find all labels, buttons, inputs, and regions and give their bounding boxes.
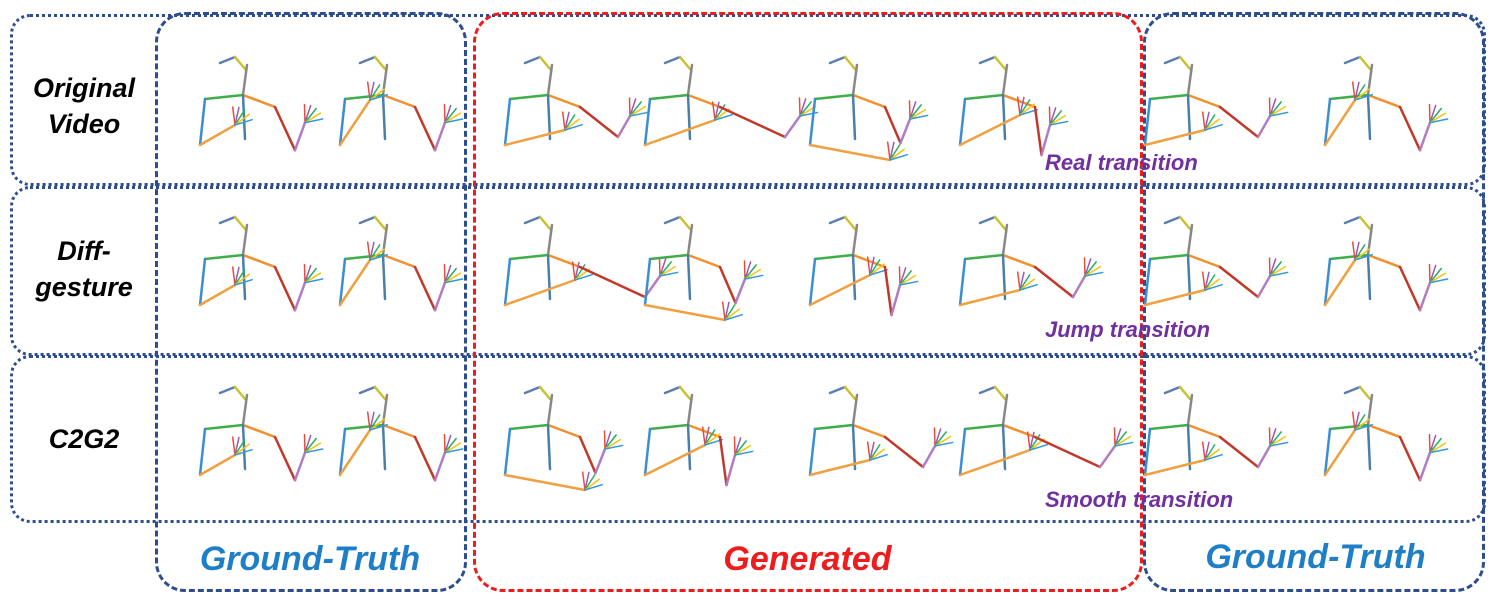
skeleton-figure-23 — [1323, 385, 1449, 482]
generated-box — [473, 12, 1143, 592]
skeleton-figure-19 — [643, 385, 754, 487]
skeleton-figure-1 — [338, 55, 464, 152]
skeleton-figure-17 — [338, 385, 464, 482]
row-label-original: Original Video — [32, 73, 135, 139]
skeleton-figure-9 — [338, 215, 464, 312]
column-label-gt-right: Ground-Truth — [1205, 538, 1426, 576]
skeleton-figure-6 — [1143, 55, 1289, 147]
skeleton-figure-0 — [198, 55, 324, 152]
column-label-generated: Generated — [723, 540, 892, 578]
transition-label-smooth: Smooth transition — [1045, 487, 1234, 512]
gt-left-box — [155, 12, 467, 592]
skeleton-figure-8 — [198, 215, 324, 312]
transition-label-real: Real transition — [1045, 150, 1198, 175]
skeleton-figure-2 — [503, 55, 649, 147]
skeleton-figure-18 — [503, 385, 624, 492]
skeleton-figure-13 — [958, 215, 1104, 307]
skeleton-figure-3 — [643, 55, 819, 147]
skeleton-figure-14 — [1143, 215, 1289, 307]
column-label-gt-left: Ground-Truth — [199, 540, 421, 578]
row-label-c2g2: C2G2 — [48, 424, 120, 454]
skeleton-figure-16 — [198, 385, 324, 482]
skeleton-figure-20 — [808, 385, 954, 477]
skeleton-figure-5 — [958, 55, 1069, 157]
skeleton-figure-22 — [1143, 385, 1289, 477]
skeleton-figure-12 — [808, 215, 919, 317]
row-label-diffgesture: Diff- gesture — [35, 236, 133, 302]
skeleton-figure-7 — [1323, 55, 1449, 152]
skeleton-figure-11 — [643, 215, 764, 322]
skeleton-figure-10 — [503, 215, 679, 307]
transition-label-jump: Jump transition — [1045, 317, 1211, 342]
skeleton-figure-15 — [1323, 215, 1449, 312]
skeleton-figure-4 — [808, 55, 929, 162]
skeleton-figure-21 — [958, 385, 1134, 477]
